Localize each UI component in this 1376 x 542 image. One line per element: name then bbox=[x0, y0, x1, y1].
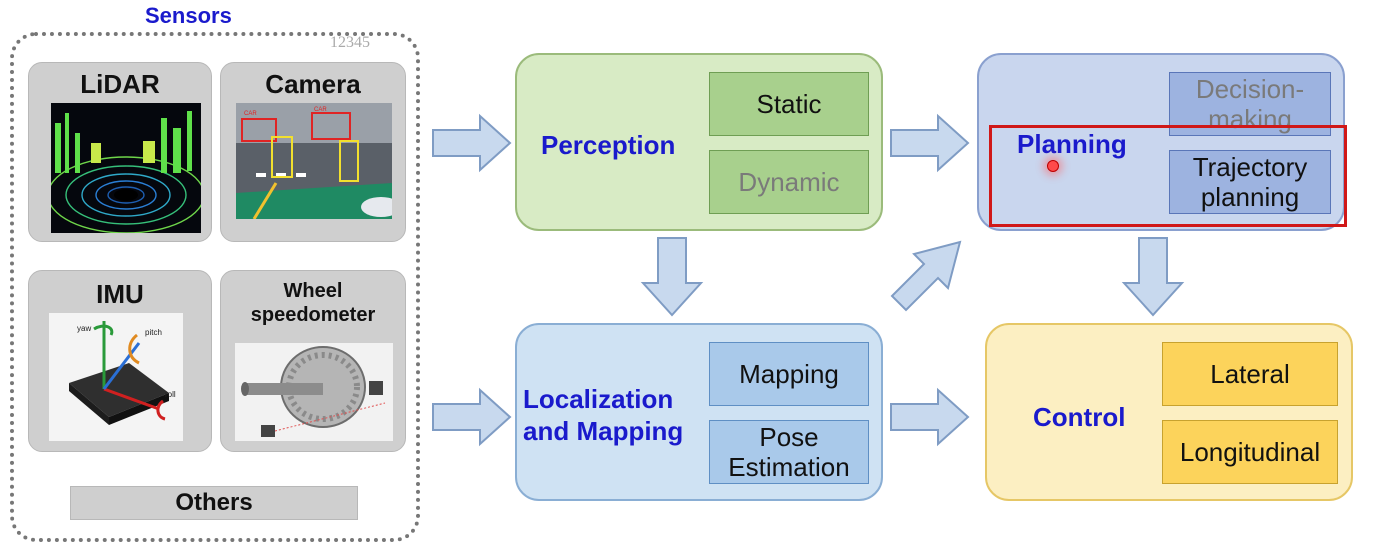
lateral-box: Lateral bbox=[1162, 342, 1338, 406]
camera-car-tag-2: CAR bbox=[314, 107, 327, 113]
imu-image: yaw pitch roll bbox=[49, 313, 183, 441]
localization-mapping-module: Localization and Mapping Mapping Pose Es… bbox=[515, 323, 883, 501]
arrow-sensors-to-perception bbox=[432, 113, 512, 173]
localization-title: Localization and Mapping bbox=[523, 384, 684, 446]
perception-title: Perception bbox=[541, 130, 676, 160]
lidar-label: LiDAR bbox=[80, 69, 160, 99]
arrow-planning-to-control bbox=[1121, 237, 1185, 317]
wheel-speedometer-label: Wheel speedometer bbox=[250, 280, 376, 326]
others-sensor: Others bbox=[70, 486, 358, 520]
arrow-perception-to-planning bbox=[890, 113, 970, 173]
camera-card: Camera CAR CAR bbox=[220, 62, 406, 242]
trajectory-planning-box: Trajectory planning bbox=[1169, 150, 1331, 214]
arrow-perception-to-localization bbox=[640, 237, 704, 317]
arrow-sensors-to-localization bbox=[432, 387, 512, 447]
planning-title: Planning bbox=[1017, 129, 1127, 159]
imu-pitch-label: pitch bbox=[145, 328, 162, 337]
mapping-box: Mapping bbox=[709, 342, 869, 406]
longitudinal-box: Longitudinal bbox=[1162, 420, 1338, 484]
imu-card: IMU yaw pitch roll bbox=[28, 270, 212, 452]
page-number: 12345 bbox=[330, 34, 370, 51]
wheel-speedometer-image bbox=[235, 343, 393, 441]
perception-module: Perception Static Dynamic bbox=[515, 53, 883, 231]
static-box: Static bbox=[709, 72, 869, 136]
sensors-title: Sensors bbox=[145, 3, 232, 28]
arrow-localization-to-planning bbox=[890, 240, 962, 312]
wheel-speedometer-card: Wheel speedometer bbox=[220, 270, 406, 452]
imu-roll-label: roll bbox=[165, 390, 176, 399]
control-title: Control bbox=[1033, 402, 1126, 432]
camera-car-tag-1: CAR bbox=[244, 111, 257, 117]
imu-yaw-label: yaw bbox=[77, 324, 91, 333]
cursor-dot-icon bbox=[1047, 160, 1059, 172]
arrow-localization-to-control bbox=[890, 387, 970, 447]
camera-label: Camera bbox=[265, 69, 361, 99]
imu-label: IMU bbox=[96, 279, 144, 309]
lidar-image bbox=[51, 103, 201, 233]
pose-estimation-box: Pose Estimation bbox=[709, 420, 869, 484]
lidar-card: LiDAR bbox=[28, 62, 212, 242]
dynamic-box: Dynamic bbox=[709, 150, 869, 214]
camera-image: CAR CAR bbox=[236, 103, 392, 219]
control-module: Control Lateral Longitudinal bbox=[985, 323, 1353, 501]
highlight-rectangle bbox=[989, 125, 1347, 227]
